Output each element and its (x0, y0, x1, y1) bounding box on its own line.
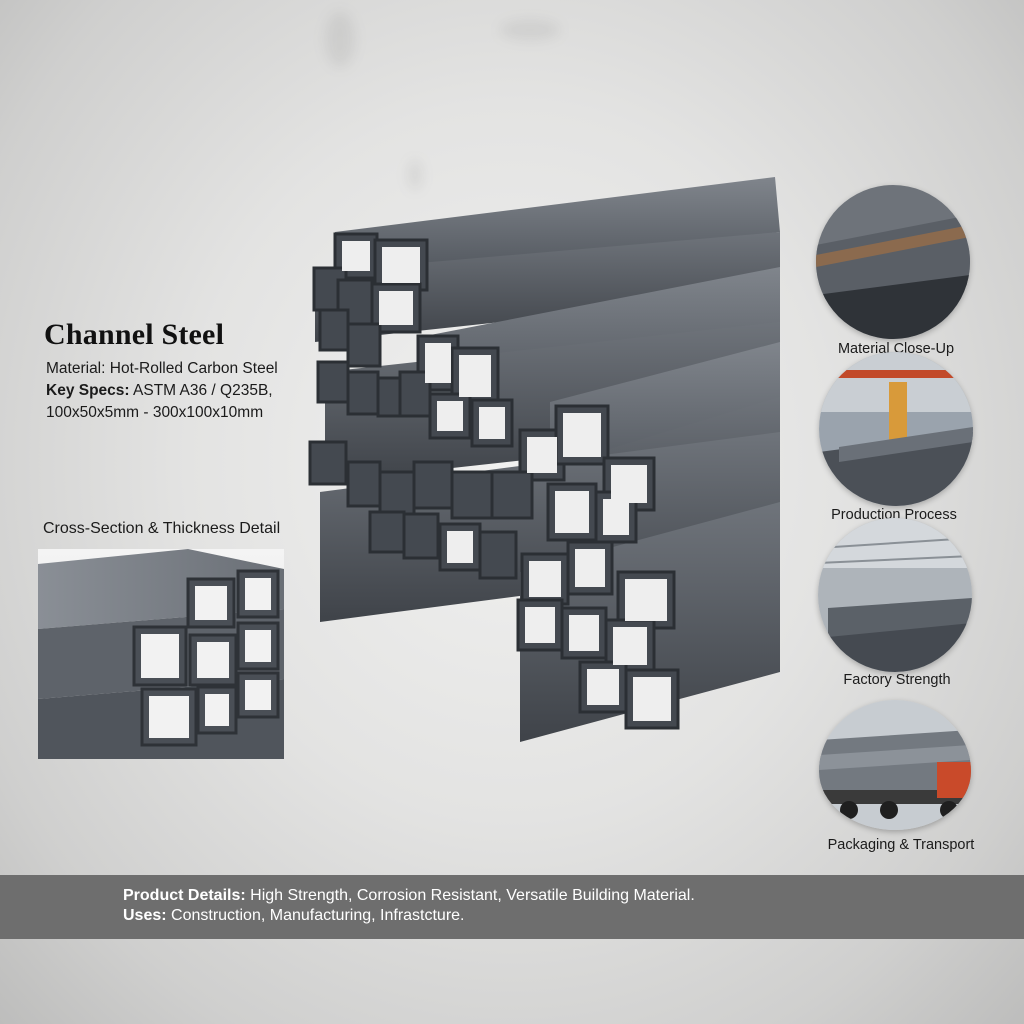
product-details-label: Product Details: (123, 887, 246, 904)
production-process-photo (819, 352, 973, 506)
size-range: 100x50x5mm - 300x100x10mm (46, 404, 264, 421)
uses-line: Uses: Construction, Manufacturing, Infra… (123, 907, 465, 925)
steel-stack-photo (300, 172, 780, 742)
key-specs-value: ASTM A36 / Q235B, (133, 382, 273, 399)
product-details-bar: Product Details: High Strength, Corrosio… (0, 875, 1024, 939)
gallery-label-production-process: Production Process (831, 507, 957, 523)
page-title: Channel Steel (44, 318, 225, 351)
product-details-value: High Strength, Corrosion Resistant, Vers… (250, 887, 695, 904)
material-closeup-photo (816, 185, 970, 339)
material-value: Hot-Rolled Carbon Steel (109, 360, 278, 377)
material-label: Material: (46, 360, 106, 377)
gallery-label-material-closeup: Material Close-Up (837, 341, 955, 357)
uses-value: Construction, Manufacturing, Infrastctur… (171, 907, 465, 924)
factory-strength-photo (818, 518, 972, 672)
background-stain (500, 20, 560, 40)
uses-label: Uses: (123, 907, 167, 924)
key-specs: Key Specs: ASTM A36 / Q235B, (46, 382, 273, 400)
detail-caption: Cross-Section & Thickness Detail (43, 520, 281, 537)
gallery-label-factory-strength: Factory Strength (843, 672, 951, 688)
product-details-line: Product Details: High Strength, Corrosio… (123, 887, 695, 905)
packaging-transport-photo (819, 700, 971, 830)
background-stain (325, 12, 355, 67)
key-specs-label: Key Specs: (46, 382, 130, 399)
cross-section-photo (38, 549, 284, 759)
gallery-label-packaging-transport: Packaging & Transport (827, 837, 975, 853)
material-spec: Material: Hot-Rolled Carbon Steel (46, 360, 278, 378)
background-stain (408, 160, 422, 190)
